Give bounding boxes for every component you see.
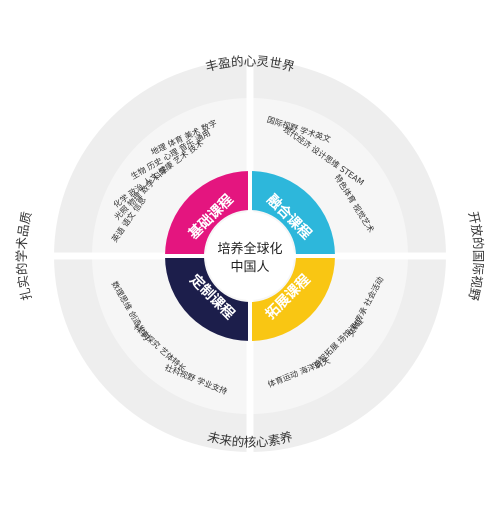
center-line-2: 中国人 [230, 260, 269, 275]
outer-label-bottom: 未来的核心素养 [206, 429, 294, 450]
center-line-1: 培养全球化 [217, 241, 282, 257]
fusion-segment [250, 171, 335, 256]
center-circle [206, 212, 294, 300]
custom-segment [165, 256, 250, 341]
outer-label-top: 丰盈的心灵世界 [204, 53, 297, 74]
extension-segment [250, 256, 335, 341]
outer-label-left: 扎实的学术品质 [14, 210, 34, 302]
foundation-segment [165, 171, 250, 256]
outer-label-right: 开放的国际视野 [466, 210, 487, 302]
